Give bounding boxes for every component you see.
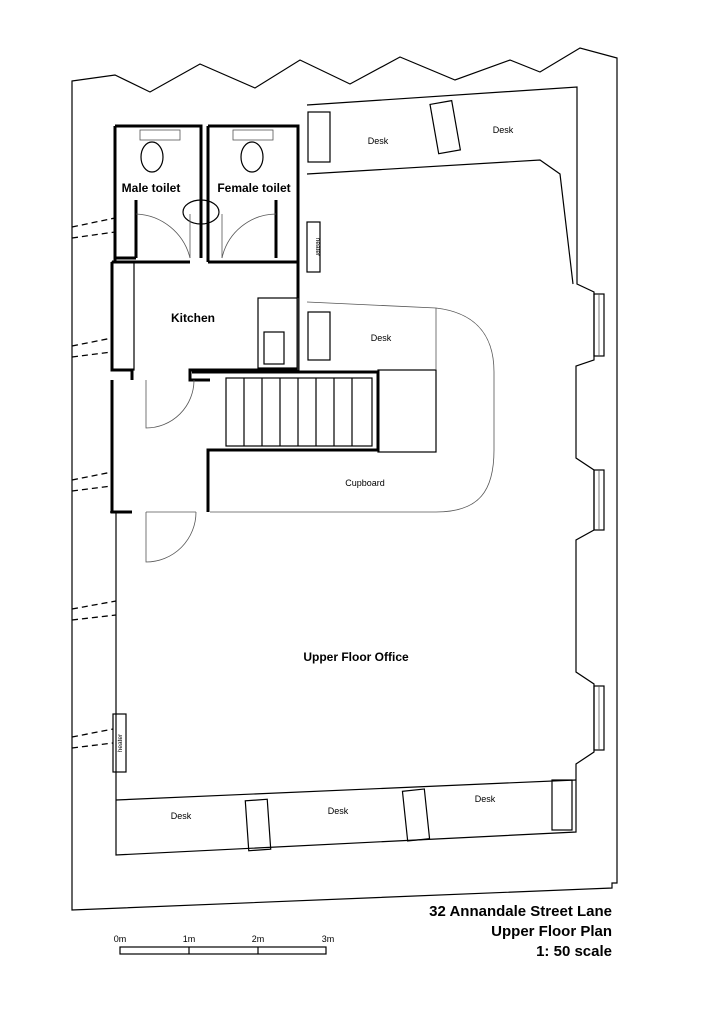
scale-label: 1m [183, 934, 196, 944]
lower-desk-wall [115, 779, 577, 801]
office-inner-wall [110, 86, 595, 856]
kitchen-wall [110, 260, 300, 514]
heater-label: heater [117, 733, 124, 752]
title-address: 32 Annandale Street Lane [429, 903, 612, 920]
desk-label: Desk [493, 125, 514, 135]
desk-label: Desk [328, 806, 349, 816]
left-wall-openings [71, 217, 117, 749]
outer-wall [71, 47, 618, 911]
room-label-kitchen: Kitchen [171, 311, 215, 325]
room-label-male-toilet: Male toilet [122, 181, 181, 195]
desk-label: Desk [371, 333, 392, 343]
kitchen-counter [111, 261, 135, 371]
chair [307, 311, 331, 361]
chair [244, 798, 272, 852]
cupboard-label: Cupboard [345, 478, 385, 488]
heater-label: heater [314, 238, 321, 257]
room-label-office: Upper Floor Office [303, 650, 409, 664]
heater [306, 221, 321, 273]
title-plan-name: Upper Floor Plan [491, 923, 612, 940]
toilet-bowl [140, 141, 164, 173]
scale-label: 0m [114, 934, 127, 944]
chair [429, 99, 462, 155]
chair [307, 111, 331, 163]
wash-basin [182, 199, 220, 225]
staircase [225, 377, 373, 447]
toilet-bowl [240, 141, 264, 173]
stair-wall [192, 370, 380, 512]
male-toilet-wall [113, 124, 203, 262]
scale-bar: 0m 1m 2m 3m [114, 934, 335, 955]
chair [551, 779, 573, 831]
room-label-female-toilet: Female toilet [217, 181, 290, 195]
title-scale: 1: 50 scale [536, 943, 612, 960]
upper-desk-wall [306, 159, 574, 285]
desk-label: Desk [368, 136, 389, 146]
female-toilet-wall [206, 124, 300, 262]
chair [401, 788, 431, 842]
scale-label: 2m [252, 934, 265, 944]
desk-label: Desk [475, 794, 496, 804]
scale-label: 3m [322, 934, 335, 944]
desk-label: Desk [171, 811, 192, 821]
cupboard-outline [210, 301, 495, 513]
